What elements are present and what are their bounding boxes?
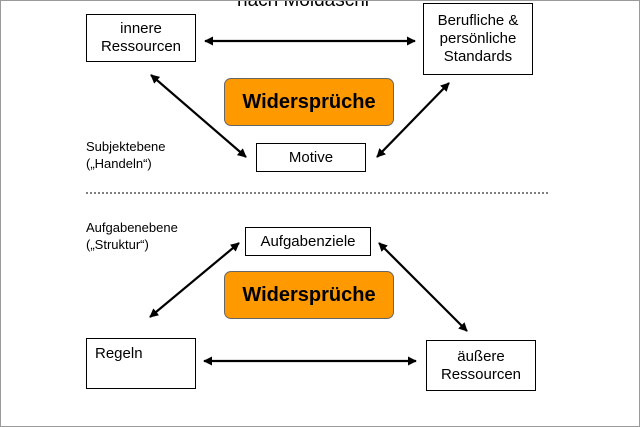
- box-standards-line1: Berufliche &: [437, 12, 519, 29]
- box-inner-resources-line2: Ressourcen: [100, 38, 182, 55]
- subject-level-label-line2: („Handeln“): [86, 156, 152, 171]
- box-rules-label: Regeln: [95, 345, 143, 362]
- box-motives: Motive: [256, 143, 366, 172]
- box-inner-resources-line1: innere: [120, 20, 162, 37]
- arrow-task-goals-rules: [149, 242, 240, 318]
- box-standards: Berufliche & persönliche Standards: [423, 3, 533, 75]
- box-standards-line3: Standards: [443, 48, 513, 65]
- box-task-goals-label: Aufgabenziele: [260, 232, 356, 250]
- box-outer-resources: äußere Ressourcen: [426, 340, 536, 391]
- task-level-label: Aufgabenebene („Struktur“): [86, 219, 178, 253]
- subject-level-label: Subjektebene („Handeln“): [86, 138, 166, 172]
- box-outer-resources-line1: äußere: [457, 347, 505, 365]
- contradictions-upper: Widersprüche: [224, 78, 394, 126]
- arrow-inner-resources-motives: [150, 74, 247, 158]
- box-standards-line2: persönliche: [439, 30, 517, 47]
- task-level-label-line2: („Struktur“): [86, 237, 149, 252]
- box-rules: Regeln: [86, 338, 196, 389]
- diagram-title: nach Moldaschl: [237, 0, 370, 11]
- arrow-standards-motives: [376, 82, 450, 158]
- task-level-label-line1: Aufgabenebene: [86, 220, 178, 235]
- box-task-goals: Aufgabenziele: [245, 227, 371, 256]
- box-inner-resources: innere Ressourcen: [86, 14, 196, 62]
- subject-level-label-line1: Subjektebene: [86, 139, 166, 154]
- box-motives-label: Motive: [288, 148, 334, 166]
- contradictions-lower: Widersprüche: [224, 271, 394, 319]
- box-outer-resources-line2: Ressourcen: [440, 365, 522, 383]
- arrow-task-goals-outer-resources: [378, 242, 468, 332]
